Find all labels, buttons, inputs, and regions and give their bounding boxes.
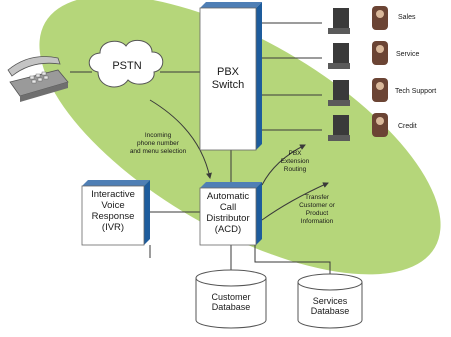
customer-db-label-line: Database [211, 302, 251, 313]
customer-db-label-line: Customer [211, 292, 251, 302]
workstation-icon [328, 6, 388, 34]
transfer-annotation: Transfer Customer or Product Information [292, 194, 342, 227]
transfer-annotation-line: Product [305, 210, 329, 218]
acd-label-line: Call [219, 201, 237, 213]
services-db-label-line: Database [310, 306, 350, 317]
pbx-label-line: Switch [211, 78, 245, 91]
transfer-annotation-line: Customer or [299, 202, 335, 210]
pbx-routing-annotation-line: Routing [283, 166, 307, 174]
connector-lines [70, 22, 331, 278]
dept-label-sales: Sales [398, 14, 416, 21]
acd-label-line: (ACD) [214, 223, 242, 235]
transfer-annotation-line: Transfer [305, 194, 329, 201]
services-db-cylinder [297, 273, 363, 329]
ivr-label-line: (IVR) [101, 221, 125, 233]
acd-label: Automatic Call Distributor (ACD) [200, 191, 256, 236]
acd-label-line: Automatic [206, 191, 250, 202]
pbx-label-line: PBX [216, 66, 239, 78]
pbx-routing-arrow [261, 144, 306, 186]
acd-label-line: Distributor [206, 212, 250, 224]
ivr-box-shape [81, 180, 150, 246]
transfer-arrow [261, 182, 329, 221]
services-db-label-line: Services [312, 296, 348, 306]
incoming-annotation-line: and menu selection [129, 148, 187, 156]
telephone-icon [7, 56, 69, 102]
pbx-routing-annotation-line: PBX [288, 150, 302, 157]
customer-db-cylinder [195, 269, 267, 329]
workstation-icon [328, 78, 388, 106]
workstation-icon [328, 113, 388, 141]
dept-label-tech-support: Tech Support [395, 88, 437, 95]
incoming-annotation-line: phone number [137, 140, 179, 148]
incoming-annotation: Incoming phone number and menu selection [118, 132, 198, 156]
ivr-label-line: Voice [101, 199, 125, 211]
pbx-box-shape [199, 2, 262, 151]
transfer-annotation-line: Information [300, 218, 334, 226]
pstn-cloud [88, 39, 164, 88]
dept-label-service: Service [396, 51, 420, 58]
pbx-routing-annotation: PBX Extension Routing [270, 150, 320, 174]
ivr-label-line: Interactive [91, 189, 135, 200]
dept-label-credit: Credit [398, 123, 417, 130]
pbx-label: PBX Switch [200, 66, 256, 91]
incoming-annotation-line: Incoming [144, 132, 172, 139]
ivr-label: Interactive Voice Response (IVR) [82, 189, 144, 234]
incoming-arrow [149, 99, 212, 179]
services-db-label: Services Database [298, 296, 362, 317]
acd-box-shape [199, 182, 262, 246]
workstation-icon [328, 41, 388, 69]
ivr-label-line: Response [91, 210, 135, 222]
pbx-routing-annotation-line: Extension [280, 158, 310, 166]
pstn-label: PSTN [112, 60, 142, 72]
customer-db-label: Customer Database [196, 292, 266, 313]
